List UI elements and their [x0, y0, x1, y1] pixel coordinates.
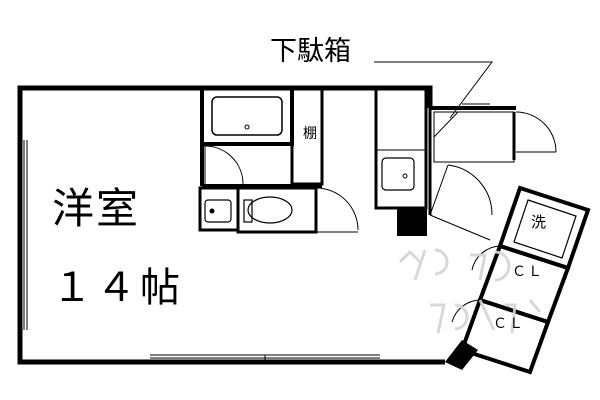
hall-door: [200, 144, 322, 188]
shoe-box-leader: [374, 61, 493, 119]
closet-1-label: ＣＬ: [512, 264, 544, 280]
shelf-label: 棚: [303, 126, 317, 142]
sink-icon: [381, 157, 415, 191]
bottom-window: [150, 354, 380, 360]
toilet-icon: [247, 196, 293, 224]
closet-2-outline: [459, 297, 551, 375]
bathroom: [200, 86, 294, 146]
left-window: [23, 140, 28, 330]
shoe-box-label: 下駄箱: [270, 36, 351, 67]
closet-1-outline: [477, 243, 571, 325]
watermark: [398, 248, 542, 334]
rotated-wing: [445, 185, 591, 375]
washbasin-icon: [204, 199, 232, 223]
closet-2-label: ＣＬ: [493, 316, 525, 332]
fridge-space: [397, 208, 427, 236]
kitchen: [374, 86, 428, 236]
room-size-label: １４帖: [52, 265, 184, 311]
wing-corner: [445, 340, 478, 370]
entrance: [428, 103, 557, 241]
room-name-label: 洋室: [52, 184, 141, 233]
top-wall: [202, 85, 433, 108]
washer-label: 洗: [531, 213, 547, 231]
washer-icon: [513, 199, 577, 259]
toilet-room: [198, 186, 359, 234]
bathtub-icon: [211, 96, 283, 136]
main-room-outline: [17, 85, 445, 365]
